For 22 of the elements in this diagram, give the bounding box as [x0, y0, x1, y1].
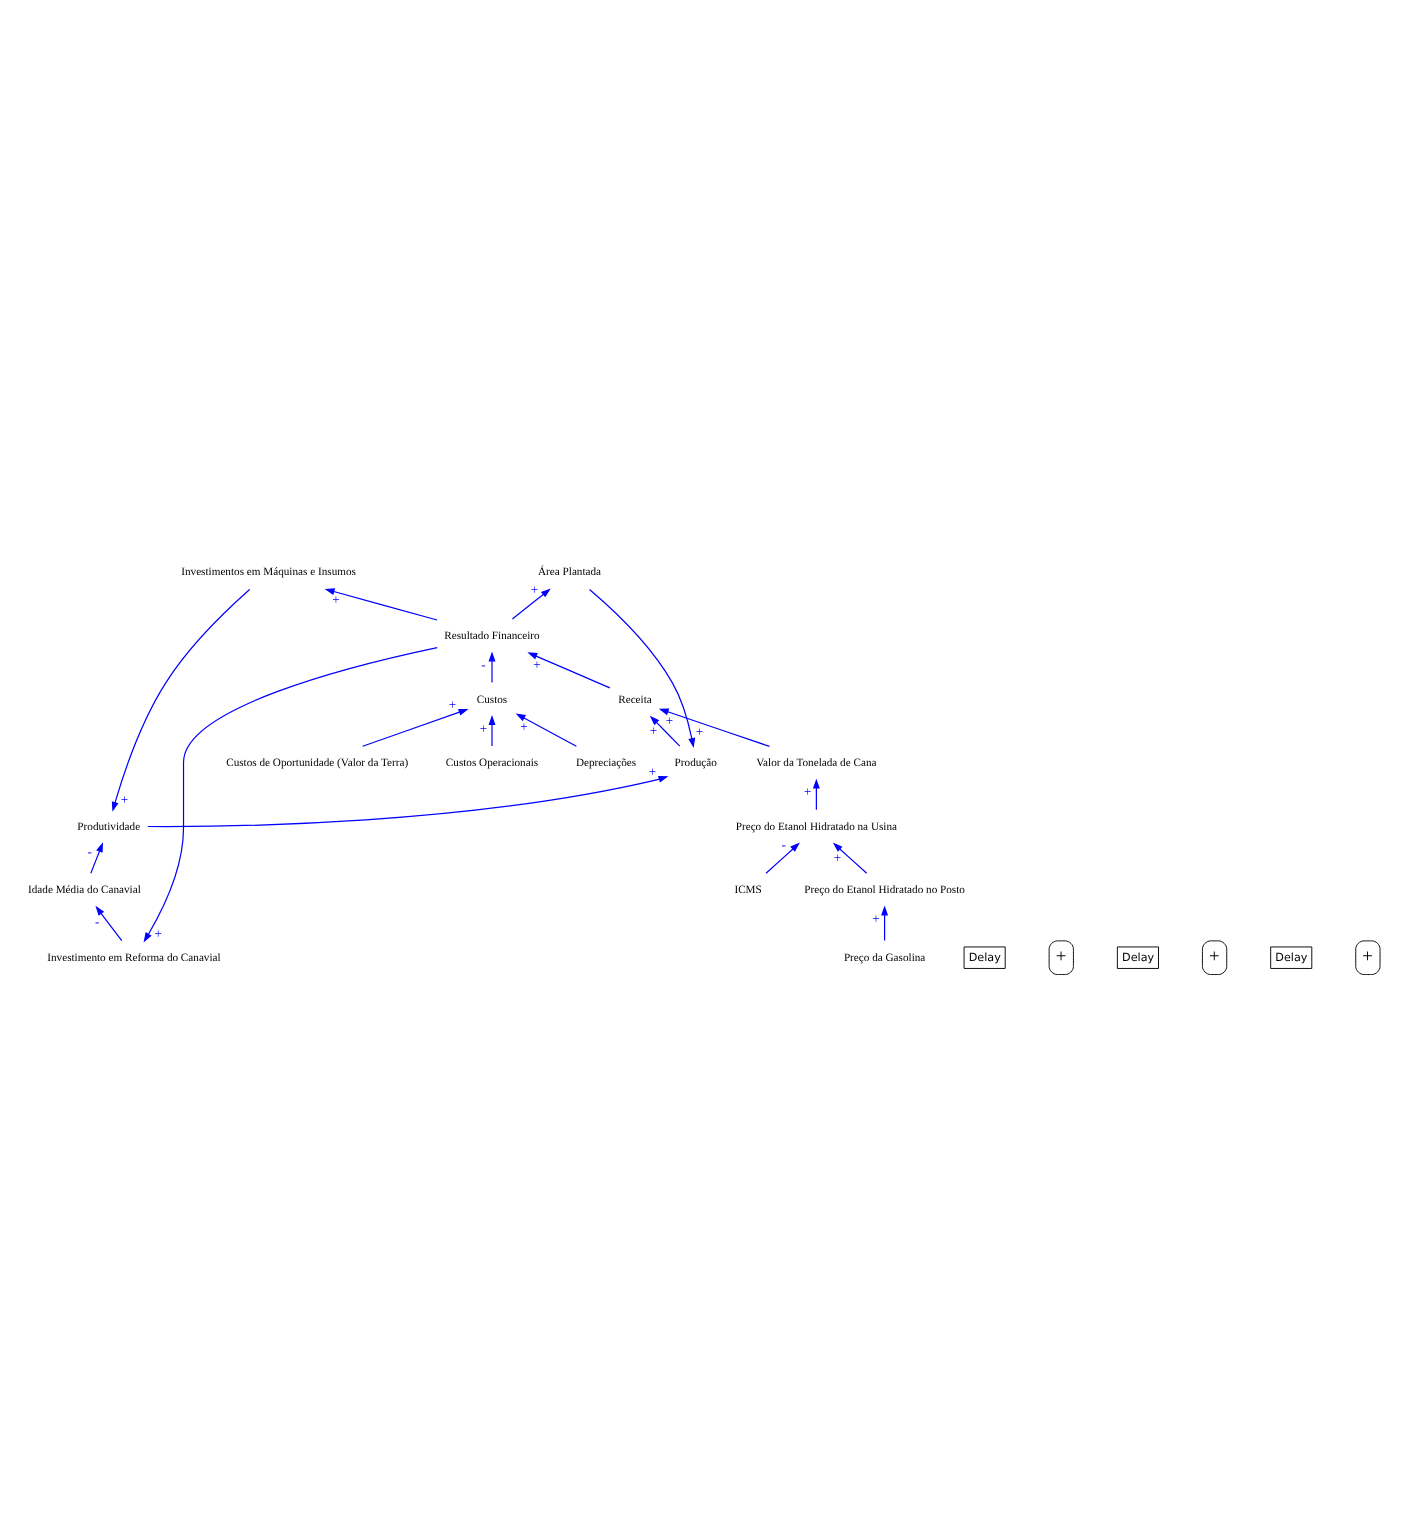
arrow [362, 708, 469, 747]
arrow [143, 647, 438, 943]
arrow [488, 651, 496, 684]
arrow [111, 588, 251, 812]
arrow [881, 905, 889, 942]
arrow [658, 708, 771, 747]
label: + [1362, 948, 1373, 969]
arrow [324, 588, 438, 621]
label: + [1055, 948, 1067, 969]
arrow [488, 715, 496, 747]
arrow [515, 713, 577, 747]
arrow [147, 775, 669, 828]
arrow [812, 778, 820, 811]
arrow [588, 588, 696, 749]
arrow [90, 842, 103, 874]
arrow [95, 905, 123, 942]
arrow [527, 652, 611, 689]
arrow [511, 588, 551, 620]
arrow [649, 715, 681, 747]
arrow [765, 842, 800, 874]
label: + [1208, 948, 1220, 969]
arrow [832, 842, 868, 874]
